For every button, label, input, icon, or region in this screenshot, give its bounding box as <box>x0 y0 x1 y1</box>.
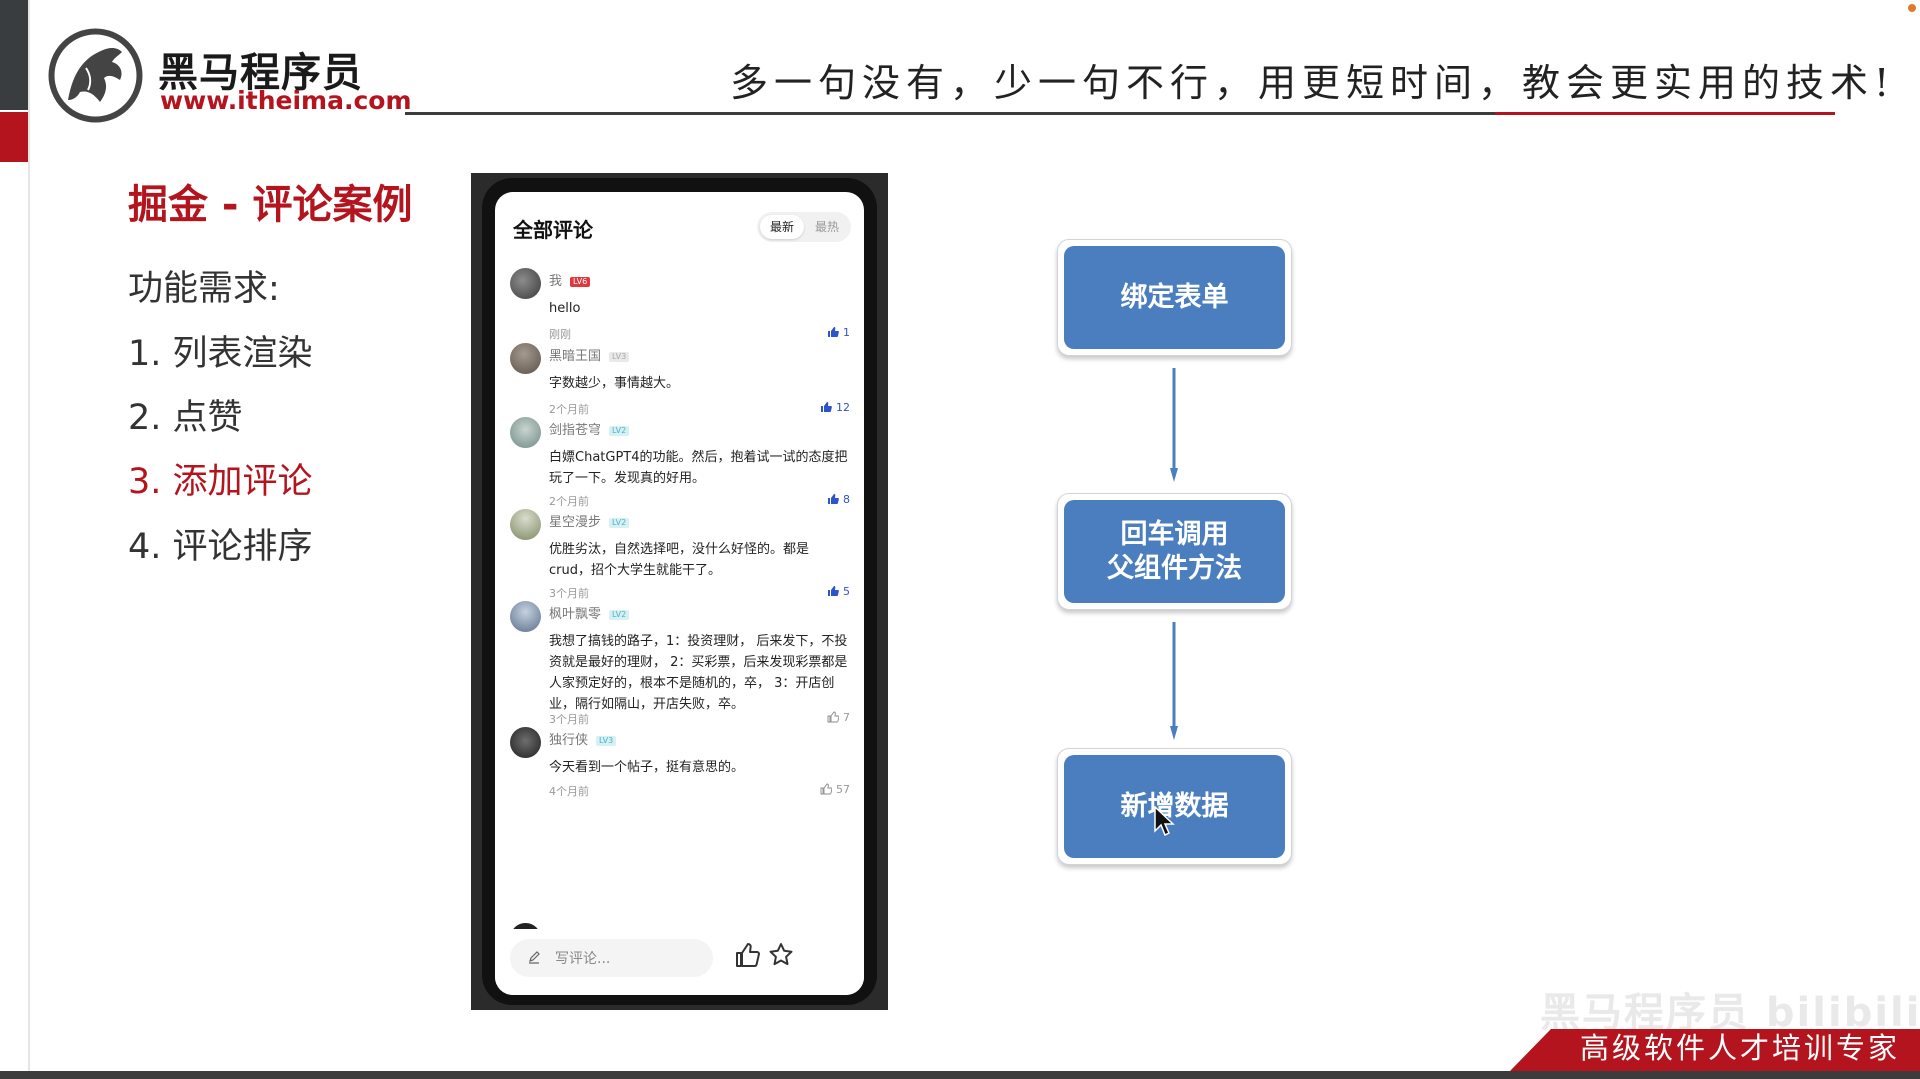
header-divider <box>405 112 1835 115</box>
like-button[interactable]: 57 <box>820 783 850 796</box>
comment-input[interactable]: 写评论... <box>510 939 713 977</box>
comment-time: 3个月前 <box>549 713 589 726</box>
comment-time: 刚刚 <box>549 328 571 341</box>
flow-step-call-parent: 回车调用 父组件方法 <box>1057 493 1292 610</box>
requirement-item: 4. 评论排序 <box>128 527 313 567</box>
flow-arrow-down-icon <box>1170 622 1178 740</box>
star-icon[interactable] <box>767 941 795 969</box>
slide-edge-dark <box>0 0 28 110</box>
tab-hot[interactable]: 最热 <box>814 220 839 234</box>
header-divider-accent <box>1495 112 1835 115</box>
comment-text: 今天看到一个帖子，挺有意思的。 <box>549 760 745 775</box>
slogan: 多一句没有，少一句不行，用更短时间，教会更实用的技术! <box>730 61 1896 105</box>
comment-text: hello <box>549 301 581 316</box>
level-badge: LV3 <box>596 736 617 746</box>
avatar[interactable] <box>510 417 541 448</box>
slide-edge-red <box>0 112 28 162</box>
like-button[interactable]: 8 <box>827 493 850 506</box>
comment-input-placeholder: 写评论... <box>555 951 611 967</box>
comment-time: 2个月前 <box>549 495 589 508</box>
brand-url: www.itheima.com <box>160 86 412 115</box>
thumbs-up-filled-icon <box>828 327 839 337</box>
thumbs-up-filled-icon <box>828 494 839 504</box>
watermark: 黑马程序员 bilibili <box>1540 990 1920 1036</box>
avatar[interactable] <box>510 268 541 299</box>
comment-action-bar: 写评论... <box>495 929 864 995</box>
flow-step-add-data: 新增数据 <box>1057 748 1292 865</box>
comments-title: 全部评论 <box>513 218 593 242</box>
comment-text: 我想了搞钱的路子，1：投资理财， 后来发下，不投资就是最好的理财， 2：买彩票，… <box>549 634 848 712</box>
brand-logo: 黑马程序员 www.itheima.com <box>48 28 412 123</box>
avatar[interactable] <box>510 343 541 374</box>
level-badge: LV3 <box>609 352 630 362</box>
requirements-heading: 功能需求: <box>128 269 280 309</box>
tab-latest[interactable]: 最新 <box>760 215 804 239</box>
requirement-item-active: 3. 添加评论 <box>128 462 313 502</box>
like-button[interactable]: 12 <box>820 401 850 414</box>
footer-bar <box>0 1071 1920 1079</box>
comment-time: 2个月前 <box>549 403 589 416</box>
thumbs-up-outline-icon <box>820 783 832 795</box>
thumbs-up-filled-icon <box>828 586 839 596</box>
comment-text: 白嫖ChatGPT4的功能。然后，抱着试一试的态度把玩了一下。发现真的好用。 <box>549 450 848 486</box>
pencil-icon <box>529 951 540 964</box>
flow-step-bind-form: 绑定表单 <box>1057 239 1292 356</box>
avatar[interactable] <box>510 601 541 632</box>
case-title: 掘金 - 评论案例 <box>128 182 413 228</box>
level-badge: LV6 <box>570 277 591 287</box>
level-badge: LV2 <box>609 610 630 620</box>
flow-arrow-down-icon <box>1170 368 1178 482</box>
slide-edge-line <box>28 0 30 1079</box>
brand-name: 黑马程序员 <box>158 50 363 96</box>
thumbs-up-filled-icon <box>821 402 832 412</box>
thumbs-up-outline-icon <box>827 711 839 723</box>
sort-tabs: 最新 最热 <box>757 212 851 242</box>
thumbs-up-icon[interactable] <box>733 941 761 969</box>
comment-text: 字数越少，事情越大。 <box>549 376 680 391</box>
comment-text: 优胜劣汰，自然选择吧，没什么好怪的。都是crud，招个大学生就能干了。 <box>549 542 810 578</box>
like-button[interactable]: 1 <box>827 326 850 339</box>
like-button[interactable]: 7 <box>827 711 850 724</box>
level-badge: LV2 <box>609 426 630 436</box>
flow-step-label: 回车调用 父组件方法 <box>1064 500 1285 603</box>
horse-logo-icon <box>48 28 143 123</box>
flow-step-label: 新增数据 <box>1064 755 1285 858</box>
corner-dot <box>1908 4 1916 12</box>
mouse-cursor-icon <box>1154 806 1175 837</box>
comment-time: 4个月前 <box>549 785 589 798</box>
level-badge: LV2 <box>609 518 630 528</box>
avatar[interactable] <box>510 727 541 758</box>
footer-tagline: 高级软件人才培训专家 <box>1579 1031 1900 1065</box>
comment-time: 3个月前 <box>549 587 589 600</box>
footer-accent <box>1510 1029 1920 1071</box>
requirement-item: 1. 列表渲染 <box>128 334 313 374</box>
like-button[interactable]: 5 <box>827 585 850 598</box>
requirement-item: 2. 点赞 <box>128 398 243 438</box>
flow-step-label: 绑定表单 <box>1064 246 1285 349</box>
avatar[interactable] <box>510 509 541 540</box>
